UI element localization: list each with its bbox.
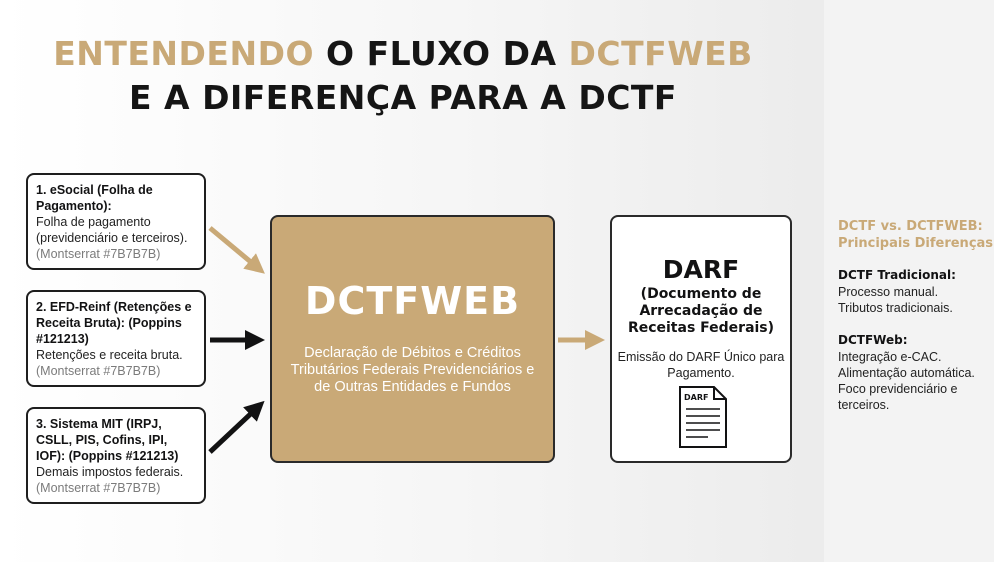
side-panel-background — [824, 0, 994, 562]
dctfweb-panel-title: DCTFWeb: — [838, 333, 908, 347]
page-title-line-2: E A DIFERENÇA PARA A DCTF — [129, 78, 677, 117]
arrow-mit-to-dctfweb — [208, 400, 265, 454]
darf-title: DARF — [662, 255, 740, 284]
source-title: 1. eSocial (Folha de Pagamento): — [36, 183, 153, 213]
differences-heading: DCTF vs. DCTFWEB: Principais Diferenças — [838, 218, 994, 252]
dctfweb-box: DCTFWEB Declaração de Débitos e Créditos… — [270, 215, 555, 463]
title-word-dctfweb: DCTFWEB — [568, 34, 753, 73]
source-box-esocial: 1. eSocial (Folha de Pagamento): Folha d… — [26, 173, 206, 270]
title-word-entendendo: ENTENDENDO — [53, 34, 315, 73]
source-title: 3. Sistema MIT (IRPJ, CSLL, PIS, Cofins,… — [36, 417, 179, 463]
source-note: (Montserrat #7B7B7B) — [36, 247, 161, 261]
differences-heading-text: DCTF vs. DCTFWEB: Principais Diferenças — [838, 219, 994, 251]
dctfweb-description: Declaração de Débitos e Créditos Tributá… — [290, 345, 535, 395]
document-icon — [679, 386, 727, 448]
title-words-fluxo: O FLUXO DA — [326, 34, 557, 73]
darf-box: DARF (Documento de Arrecadação de Receit… — [610, 215, 792, 463]
document-icon-label: DARF — [684, 393, 709, 402]
dctf-traditional-title: DCTF Tradicional: — [838, 268, 956, 282]
source-description: Folha de pagamento (previdenciário e ter… — [36, 215, 188, 245]
dctfweb-line-1: Integração e-CAC. — [838, 350, 942, 364]
source-title: 2. EFD-Reinf (Retenções e Receita Bruta)… — [36, 300, 192, 346]
source-description: Retenções e receita bruta. — [36, 348, 183, 362]
source-box-sistema-mit: 3. Sistema MIT (IRPJ, CSLL, PIS, Cofins,… — [26, 407, 206, 504]
dctf-line-2: Tributos tradicionais. — [838, 301, 953, 315]
darf-subtitle: (Documento de Arrecadação de Receitas Fe… — [627, 286, 775, 336]
source-note: (Montserrat #7B7B7B) — [36, 364, 161, 378]
dctfweb-line-3: Foco previdenciário e — [838, 382, 958, 396]
darf-description: Emissão do DARF Único para Pagamento. — [617, 350, 785, 380]
arrow-esocial-to-dctfweb — [208, 226, 265, 274]
dctfweb-line-2: Alimentação automática. — [838, 366, 975, 380]
dctfweb-title: DCTFWEB — [304, 279, 521, 323]
dctf-line-1: Processo manual. — [838, 285, 939, 299]
source-box-efd-reinf: 2. EFD-Reinf (Retenções e Receita Bruta)… — [26, 290, 206, 387]
dctfweb-line-4: terceiros. — [838, 398, 890, 412]
source-description: Demais impostos federais. — [36, 465, 184, 479]
page-title-line-1: ENTENDENDO O FLUXO DA DCTFWEB — [0, 34, 900, 73]
source-note: (Montserrat #7B7B7B) — [36, 481, 161, 495]
